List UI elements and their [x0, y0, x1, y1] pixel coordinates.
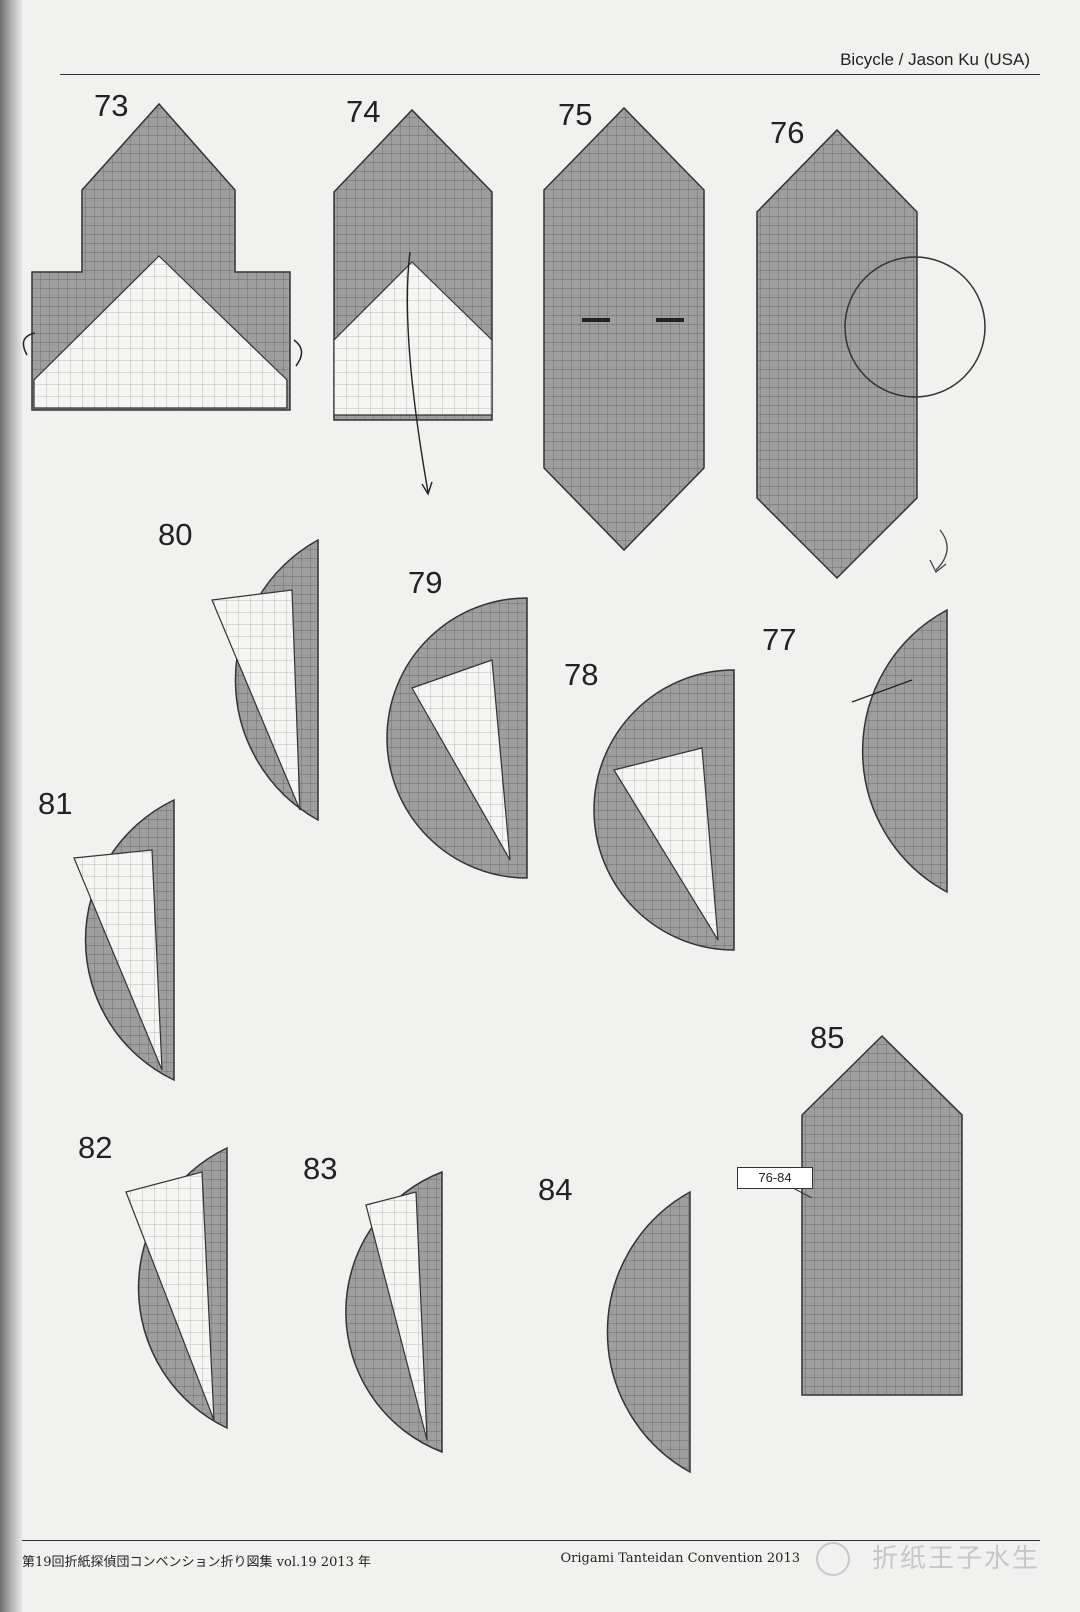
page: Bicycle / Jason Ku (USA)	[22, 0, 1080, 1612]
step-number-84: 84	[538, 1172, 572, 1208]
watermark-text: 折纸王子水生	[872, 1538, 1040, 1575]
book-spine-shadow	[0, 0, 22, 1612]
wechat-logo-icon	[816, 1542, 850, 1576]
diagram-step-76	[757, 130, 985, 578]
step-number-80: 80	[158, 517, 192, 553]
diagram-step-73	[23, 104, 301, 410]
step-number-79: 79	[408, 565, 442, 601]
step-number-76: 76	[770, 115, 804, 151]
diagram-step-77	[852, 610, 947, 892]
diagram-step-80	[212, 540, 318, 820]
step-number-81: 81	[38, 786, 72, 822]
diagram-step-74	[334, 110, 492, 494]
diagram-step-83	[346, 1172, 442, 1452]
step-number-85: 85	[810, 1020, 844, 1056]
step-number-75: 75	[558, 97, 592, 133]
step-number-73: 73	[94, 88, 128, 124]
diagram-step-79	[387, 598, 527, 878]
step-number-77: 77	[762, 622, 796, 658]
step-reference-label: 76-84	[737, 1167, 813, 1189]
footer-book-title: 第19回折紙探偵団コンベンション折り図集 vol.19 2013 年	[22, 1551, 371, 1570]
footer-series: Origami Tanteidan Convention 2013	[560, 1551, 800, 1566]
step-number-83: 83	[303, 1151, 337, 1187]
step-number-82: 82	[78, 1130, 112, 1166]
step-number-74: 74	[346, 94, 380, 130]
diagram-step-85	[774, 1036, 962, 1395]
step-number-78: 78	[564, 657, 598, 693]
diagram-step-82	[126, 1148, 227, 1428]
diagram-step-78	[594, 670, 734, 950]
diagram-step-75	[544, 108, 704, 550]
diagram-step-81	[74, 800, 174, 1080]
folding-diagrams	[22, 0, 1080, 1612]
diagram-step-84	[607, 1192, 690, 1472]
